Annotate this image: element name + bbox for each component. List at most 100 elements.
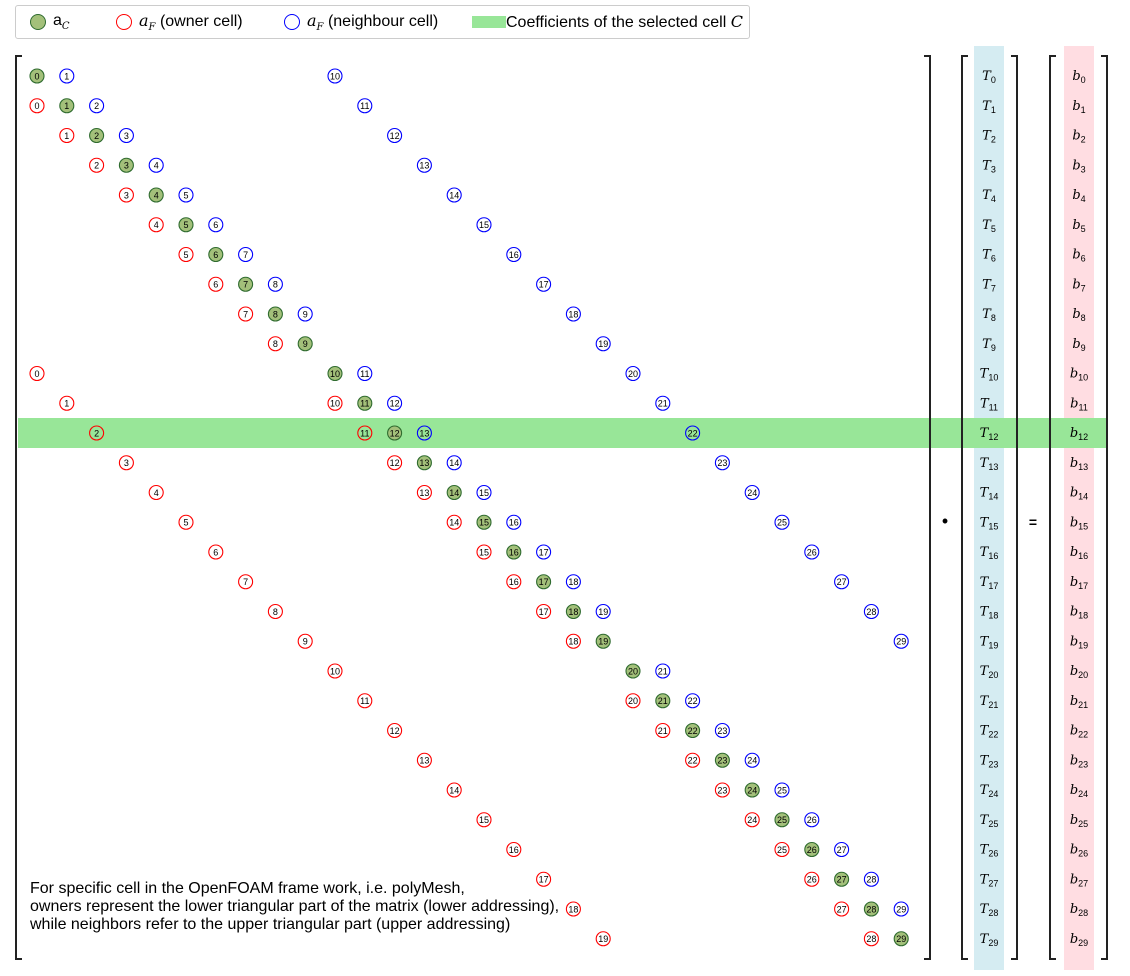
neighbour-label: 21	[658, 399, 668, 409]
owner-label: 25	[777, 845, 787, 855]
diagonal-coefficient: 4	[148, 187, 164, 203]
neighbour-coefficient: 25	[774, 782, 790, 798]
legend-selected-label: Coefficients of the selected cell	[506, 14, 731, 31]
neighbour-marker	[416, 157, 432, 173]
owner-coefficient: 7	[238, 306, 254, 322]
neighbour-label: 15	[479, 220, 489, 230]
neighbour-label: 26	[807, 547, 817, 557]
diagonal-label: 24	[747, 785, 757, 795]
diagonal-label: 19	[598, 637, 608, 647]
neighbour-coefficient: 8	[267, 276, 283, 292]
diagonal-marker	[506, 544, 522, 560]
owner-marker	[565, 901, 581, 917]
operator-layer: • =	[942, 511, 1037, 531]
owner-marker	[595, 931, 611, 947]
owner-marker	[89, 425, 105, 441]
owner-marker	[446, 514, 462, 530]
neighbour-marker	[565, 574, 581, 590]
owner-coefficient: 13	[416, 752, 432, 768]
owner-coefficient: 19	[595, 931, 611, 947]
neighbour-coefficient: 12	[387, 395, 403, 411]
neighbour-coefficient: 18	[565, 306, 581, 322]
neighbour-coefficient: 9	[297, 306, 313, 322]
neighbour-label: 22	[688, 696, 698, 706]
neighbour-coefficient: 14	[446, 455, 462, 471]
diagonal-marker	[834, 871, 850, 887]
neighbour-marker	[774, 514, 790, 530]
bracket-layer	[15, 55, 1108, 960]
owner-label: 2	[94, 428, 99, 438]
owner-label: 0	[34, 101, 39, 111]
owner-coefficient: 15	[476, 812, 492, 828]
neighbour-label: 15	[479, 488, 489, 498]
neighbour-marker	[714, 722, 730, 739]
neighbour-label: 13	[419, 428, 429, 438]
diagonal-marker	[29, 68, 45, 84]
note-line-3: while neighbors refer to the upper trian…	[30, 916, 511, 933]
diagonal-coefficient: 16	[506, 544, 522, 560]
owner-label: 6	[213, 280, 218, 290]
diagonal-marker	[744, 782, 760, 798]
legend: aC aF (owner cell) aF (neighbour cell) C…	[15, 5, 750, 39]
diagonal-label: 13	[419, 458, 429, 468]
neighbour-label: 14	[449, 190, 459, 200]
diagonal-coefficient: 1	[59, 98, 75, 114]
neighbour-coefficient: 23	[714, 722, 730, 739]
owner-marker	[416, 752, 432, 768]
diagonal-label: 1	[64, 101, 69, 111]
owner-marker	[387, 722, 403, 739]
neighbour-coefficient: 18	[565, 574, 581, 590]
owner-coefficient: 13	[416, 484, 432, 501]
owner-label: 10	[330, 399, 340, 409]
owner-label: 20	[628, 696, 638, 706]
neighbour-coefficient: 23	[714, 455, 730, 471]
diagonal-coefficient: 19	[595, 633, 611, 649]
diagonal-label: 11	[360, 399, 369, 409]
neighbour-label: 28	[866, 875, 876, 885]
diagonal-coefficient: 24	[744, 782, 760, 798]
owner-label: 13	[419, 488, 429, 498]
diagonal-marker	[655, 693, 671, 709]
diagonal-coefficient: 14	[446, 484, 462, 501]
selected-row-layer	[18, 418, 1106, 448]
legend-neighbour-item: aF (neighbour cell)	[284, 6, 438, 38]
legend-diagonal-label: a	[53, 11, 62, 29]
owner-marker	[565, 633, 581, 649]
neighbour-label: 9	[303, 309, 308, 319]
diagonal-marker	[863, 901, 879, 917]
neighbour-label: 28	[866, 607, 876, 617]
matrix-right-bracket	[924, 55, 931, 960]
diagonal-marker	[327, 365, 343, 382]
owner-marker	[178, 246, 194, 263]
neighbour-label: 12	[390, 131, 400, 141]
source-vector-right-bracket	[1101, 55, 1108, 960]
diagonal-coefficient: 3	[118, 157, 134, 173]
owner-marker	[685, 752, 701, 768]
neighbour-coefficient: 3	[118, 127, 134, 144]
owner-marker	[208, 276, 224, 292]
owner-coefficient: 3	[118, 455, 134, 471]
neighbour-label: 19	[598, 339, 608, 349]
owner-coefficient: 28	[863, 931, 879, 947]
owner-label: 14	[449, 518, 459, 528]
note-line-2: owners represent the lower triangular pa…	[30, 898, 560, 915]
owner-label: 7	[243, 577, 248, 587]
neighbour-marker	[565, 306, 581, 322]
owner-coefficient: 2	[89, 425, 105, 441]
neighbour-coefficient: 16	[506, 246, 522, 263]
diagonal-label: 27	[837, 875, 847, 885]
owner-label: 15	[479, 547, 489, 557]
legend-selected-cell: C	[730, 12, 743, 31]
neighbour-label: 3	[124, 131, 129, 141]
owner-coefficient: 23	[714, 782, 730, 798]
owner-marker	[774, 841, 790, 858]
diagonal-marker	[267, 306, 283, 322]
diagonal-coefficient: 13	[416, 455, 432, 471]
neighbour-marker	[625, 365, 641, 382]
owner-marker	[238, 574, 254, 590]
neighbour-label: 14	[449, 458, 459, 468]
owner-label: 13	[419, 756, 429, 766]
neighbour-marker	[148, 157, 164, 173]
owner-marker	[804, 871, 820, 887]
owner-coefficient: 6	[208, 544, 224, 560]
